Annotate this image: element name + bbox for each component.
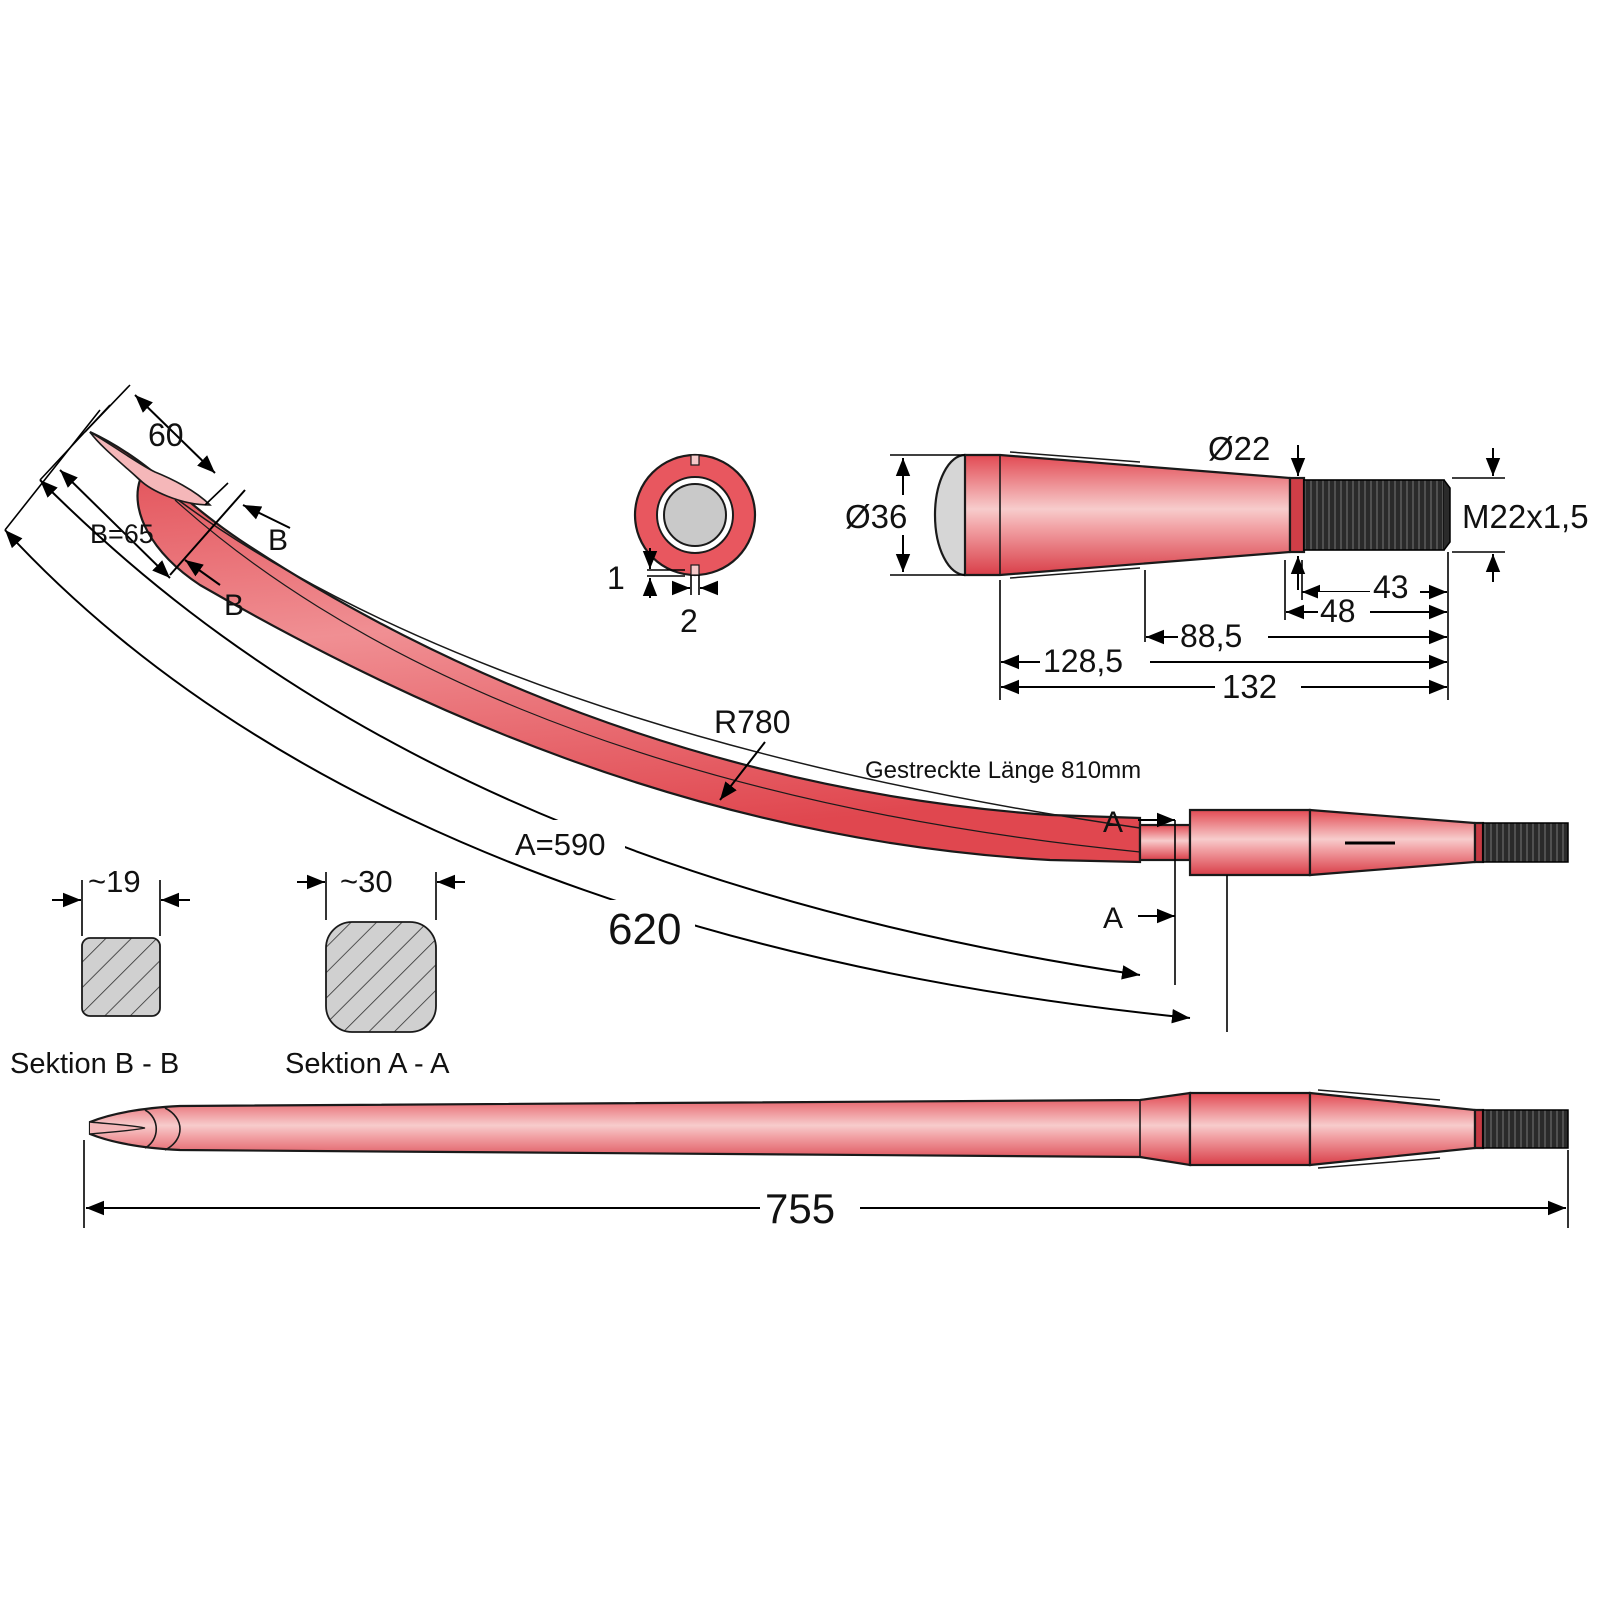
bb-mark-top: B [268, 524, 288, 557]
section-bb-title: Sektion B - B [10, 1048, 179, 1080]
tip-length-label: 60 [148, 417, 184, 453]
length-88-5-label: 88,5 [1180, 618, 1242, 654]
section-aa-width: ~30 [340, 864, 393, 899]
end-dim-2: 2 [680, 603, 698, 639]
diameter-36-label: Ø36 [845, 498, 907, 535]
diameter-22-label: Ø22 [1208, 430, 1270, 467]
aa-mark-top: A [1103, 806, 1123, 839]
straight-length-note: Gestreckte Länge 810mm [865, 757, 1141, 784]
end-dim-1: 1 [607, 560, 625, 596]
bb-mark-bottom: B [224, 589, 244, 622]
total-curved-length-label: 620 [608, 905, 681, 954]
length-48-label: 48 [1320, 593, 1356, 629]
end-view: 1 2 [607, 453, 757, 639]
aa-mark-bottom: A [1103, 902, 1123, 935]
section-bb-width: ~19 [88, 864, 141, 899]
shank-detail: Ø36 Ø22 M22x1,5 43 48 88,5 128,5 [840, 430, 1589, 705]
a-length-label: A=590 [515, 827, 606, 862]
b-length-label: B=65 [90, 519, 154, 549]
radius-label: R780 [714, 704, 791, 740]
straight-tine [88, 1089, 1569, 1169]
straight-length-dimension: 755 [83, 1140, 1569, 1232]
length-132-label: 132 [1222, 668, 1277, 705]
straight-total-length-label: 755 [765, 1185, 835, 1232]
thread-spec-label: M22x1,5 [1462, 498, 1589, 535]
length-43-label: 43 [1373, 569, 1409, 605]
section-aa-title: Sektion A - A [285, 1048, 450, 1080]
length-128-5-label: 128,5 [1043, 643, 1123, 679]
section-bb: ~19 Sektion B - B [10, 864, 190, 1080]
section-aa: ~30 Sektion A - A [285, 864, 465, 1080]
curved-view-dimensions: 60 B B B=65 A=590 620 A A R780 Gestreckt… [4, 384, 1228, 1032]
